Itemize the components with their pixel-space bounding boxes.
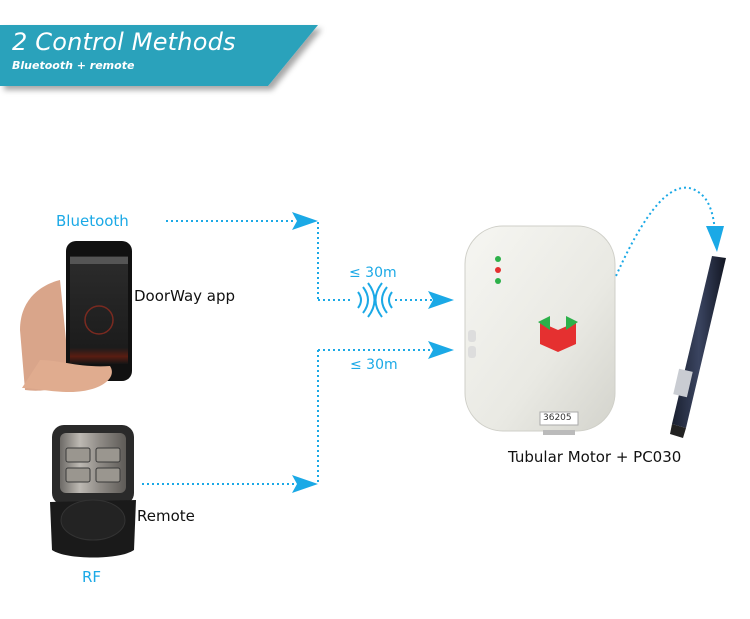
led-1	[495, 256, 501, 262]
bluetooth-range-label: ≤ 30m	[349, 265, 397, 281]
serial-label: 36205	[543, 413, 572, 423]
bluetooth-label: Bluetooth	[56, 212, 129, 230]
arrow-right-icon	[292, 212, 318, 230]
arrowheads	[292, 212, 724, 493]
receiver-controller-image	[464, 225, 616, 435]
connector-lines	[142, 186, 716, 485]
page-title: 2 Control Methods	[12, 28, 236, 56]
smartphone-app-image	[20, 241, 132, 392]
led-2	[495, 267, 501, 273]
arrow-right-icon	[292, 475, 318, 493]
arrow-right-icon	[428, 291, 454, 309]
title-banner	[0, 25, 318, 86]
arrow-down-icon	[706, 226, 724, 252]
rf-label: RF	[82, 568, 102, 586]
wireless-signal-icon	[357, 282, 393, 318]
rf-range-label: ≤ 30m	[350, 357, 398, 373]
arrow-right-icon	[428, 341, 454, 359]
tubular-motor-image	[670, 256, 726, 438]
doorway-app-label: DoorWay app	[134, 287, 236, 305]
remote-label: Remote	[137, 507, 195, 525]
led-3	[495, 278, 501, 284]
product-caption: Tubular Motor + PC030	[508, 448, 682, 466]
page-subtitle: Bluetooth + remote	[12, 59, 135, 72]
rf-remote-image	[50, 425, 136, 558]
